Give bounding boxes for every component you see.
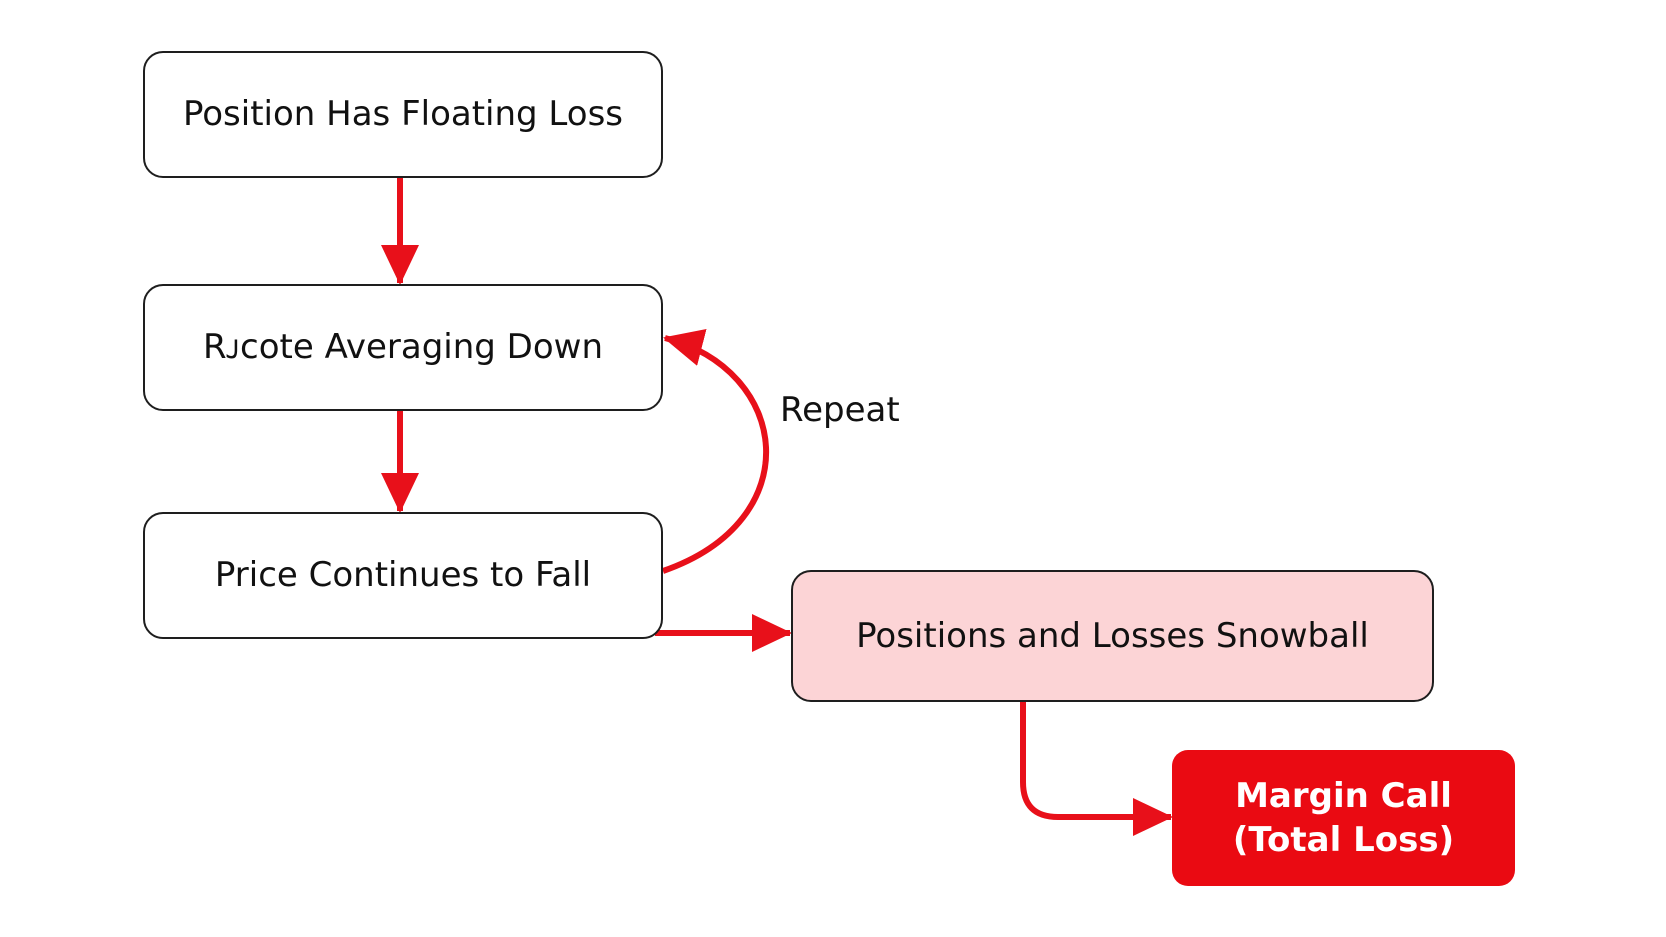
- node-margin-call: Margin Call (Total Loss): [1172, 750, 1515, 886]
- node-snowball-label: Positions and Losses Snowball: [856, 615, 1369, 656]
- node-floating-loss-label: Position Has Floating Loss: [182, 94, 624, 135]
- node-averaging-down: Rᴊcote Averaging Down: [143, 284, 663, 411]
- arrow-snowball-to-margin-call: [1020, 702, 1173, 836]
- node-price-falls: Price Continues to Fall: [143, 512, 663, 639]
- node-snowball: Positions and Losses Snowball: [791, 570, 1434, 702]
- node-margin-call-line2: (Total Loss): [1232, 820, 1455, 860]
- node-floating-loss: Position Has Floating Loss: [143, 51, 663, 178]
- node-averaging-down-label: Rᴊcote Averaging Down: [202, 327, 603, 368]
- loop-label-repeat: Repeat: [780, 390, 900, 430]
- node-price-falls-label: Price Continues to Fall: [214, 555, 592, 596]
- arrow-repeat-loop: [662, 329, 770, 574]
- node-margin-call-line1: Margin Call: [1235, 775, 1452, 816]
